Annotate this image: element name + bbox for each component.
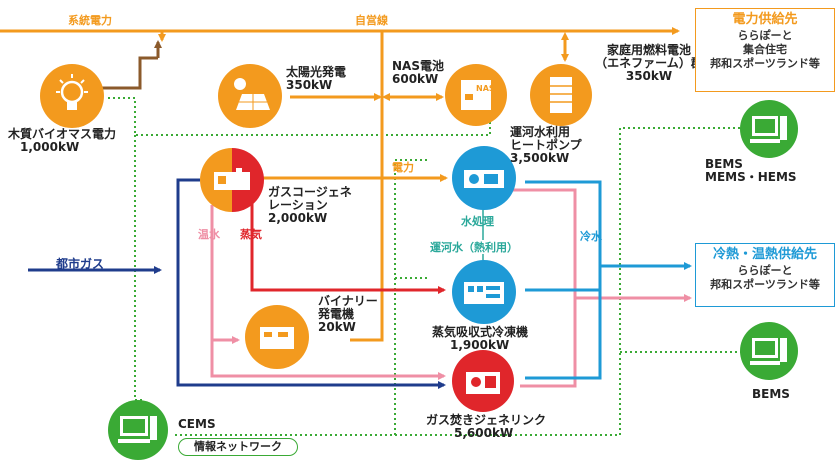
absorption-boiler-icon <box>466 372 500 394</box>
cogen-subname: レーション <box>268 198 328 212</box>
absorption-name: 蒸気吸収式冷凍機 <box>432 325 529 339</box>
hot-water-label: 温水 <box>198 228 220 241</box>
fuelcell-icon <box>550 77 572 113</box>
self-line-label: 自営線 <box>355 14 388 27</box>
solar-value: 350kW <box>286 78 333 92</box>
computer-icon <box>118 416 157 443</box>
grid-power-label: 系統電力 <box>68 14 112 27</box>
biomass-value: 1,000kW <box>20 140 80 154</box>
cold-water-label: 冷水 <box>580 230 602 243</box>
biomass-node <box>40 64 104 128</box>
genelink-node <box>452 350 514 412</box>
absorption-node <box>452 260 516 324</box>
cems-node <box>108 400 168 460</box>
city-gas-label: 都市ガス <box>56 257 105 271</box>
chiller-icon <box>464 282 504 304</box>
bems-top-line1: BEMS <box>705 157 743 171</box>
bems-top-node <box>740 100 798 158</box>
power-supply-item: 邦和スポーツランド等 <box>710 57 820 70</box>
nas-value: 600kW <box>392 72 439 86</box>
info-network-pill: 情報ネットワーク <box>178 438 298 456</box>
binary-label: バイナリー 発電機 20kW <box>318 295 378 334</box>
bems-top-label: BEMS MEMS・HEMS <box>705 158 797 184</box>
absorption-label: 蒸気吸収式冷凍機 1,900kW <box>432 326 528 352</box>
binary-name: バイナリー <box>318 294 378 308</box>
bems-bottom-node <box>740 322 798 380</box>
genelink-name: ガス焚きジェネリンク <box>426 413 547 427</box>
battery-icon: NAS <box>461 80 495 110</box>
heatpump-label: 運河水利用 ヒートポンプ 3,500kW <box>510 126 582 165</box>
lightbulb-icon <box>56 74 88 110</box>
power-supply-box: 電力供給先 ららぽーと 集合住宅 邦和スポーツランド等 <box>695 8 835 92</box>
absorption-value: 1,900kW <box>450 338 510 352</box>
fuelcell-subname: （エネファーム）群 <box>595 56 703 70</box>
biomass-name: 木質バイオマス電力 <box>8 127 117 141</box>
solar-label: 太陽光発電 350kW <box>286 66 346 92</box>
solar-name: 太陽光発電 <box>286 65 347 79</box>
heat-supply-item: ららぽーと <box>737 264 793 277</box>
bems-top-line2: MEMS・HEMS <box>705 170 797 184</box>
computer-icon <box>750 116 787 143</box>
solar-panel-icon <box>234 78 270 110</box>
power-supply-item: ららぽーと <box>737 29 793 42</box>
water-treatment-label: 水処理 <box>461 215 494 228</box>
heat-supply-item: 邦和スポーツランド等 <box>710 278 820 291</box>
genelink-value: 5,600kW <box>454 426 514 440</box>
canal-water-label: 運河水（熱利用） <box>430 241 518 254</box>
genelink-label: ガス焚きジェネリンク 5,600kW <box>426 414 546 440</box>
nas-icon-text: NAS <box>476 84 495 93</box>
biomass-label: 木質バイオマス電力 1,000kW <box>8 128 116 154</box>
cogen-label: ガスコージェネ レーション 2,000kW <box>268 186 352 225</box>
nas-label: NAS電池 600kW <box>392 60 444 86</box>
heatpump-name: 運河水利用 <box>510 125 571 139</box>
cogen-value: 2,000kW <box>268 211 328 225</box>
cogen-name: ガスコージェネ <box>268 185 352 199</box>
nas-node: NAS <box>445 64 507 126</box>
heatpump-icon <box>464 170 504 188</box>
binary-generator-icon <box>260 327 294 349</box>
steam-label: 蒸気 <box>240 228 262 241</box>
heatpump-value: 3,500kW <box>510 151 570 165</box>
generator-icon <box>214 168 250 190</box>
computer-icon <box>750 338 787 365</box>
fuelcell-value: 350kW <box>625 69 673 83</box>
binary-node <box>245 305 309 369</box>
heatpump-subname: ヒートポンプ <box>510 138 582 152</box>
heatpump-node <box>452 146 516 210</box>
power-flow-label: 電力 <box>392 161 414 174</box>
fuelcell-label: 家庭用燃料電池 （エネファーム）群 350kW <box>588 44 710 83</box>
nas-name: NAS電池 <box>392 59 444 73</box>
solar-node <box>218 64 282 128</box>
heat-supply-box: 冷熱・温熱供給先 ららぽーと 邦和スポーツランド等 <box>695 243 835 307</box>
binary-subname: 発電機 <box>318 307 355 321</box>
fuelcell-node <box>530 64 592 126</box>
heat-supply-title: 冷熱・温熱供給先 <box>712 247 817 262</box>
cogen-node <box>200 148 264 212</box>
bems-bottom-label: BEMS <box>752 387 790 401</box>
fuelcell-name: 家庭用燃料電池 <box>606 43 691 57</box>
power-supply-item: 集合住宅 <box>743 43 787 56</box>
cems-label: CEMS <box>178 417 216 431</box>
binary-value: 20kW <box>318 320 356 334</box>
power-supply-title: 電力供給先 <box>732 12 798 27</box>
